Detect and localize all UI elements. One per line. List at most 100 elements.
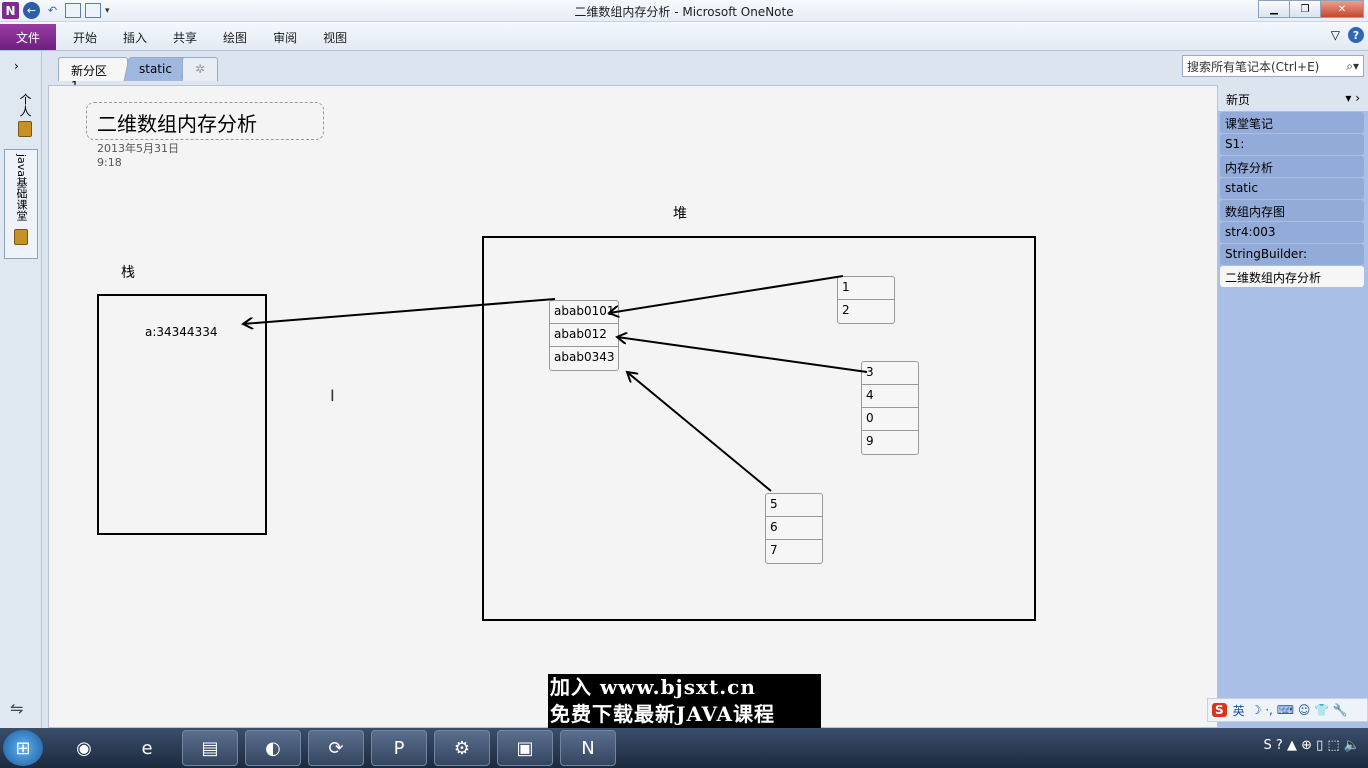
tab-draw[interactable]: 绘图 xyxy=(223,31,248,45)
page-item[interactable]: 数组内存图 xyxy=(1220,200,1364,221)
window-title: 二维数组内存分析 - Microsoft OneNote xyxy=(574,5,794,19)
text-cursor-icon: I xyxy=(330,386,335,405)
back-icon[interactable]: ← xyxy=(23,2,40,19)
taskbar-explorer-icon[interactable]: ▤ xyxy=(182,730,238,766)
ime-toolbar: S 英 ☽ ·, ⌨ ☺ 👕 🔧 xyxy=(1207,698,1368,722)
page-item-active[interactable]: 二维数组内存分析 xyxy=(1220,266,1364,287)
page-canvas[interactable]: 二维数组内存分析 2013年5月31日 9:18 栈 堆 a:34344334 … xyxy=(48,85,1218,728)
arrow-ref-to-stack xyxy=(243,298,556,324)
ime-mode[interactable]: 英 xyxy=(1232,703,1245,718)
taskbar-items: ◉ e ▤◐⟳P⚙▣N xyxy=(56,730,616,766)
reference-arrows xyxy=(49,275,868,492)
page-item[interactable]: 内存分析 xyxy=(1220,156,1364,177)
array-1-table: 1 2 xyxy=(837,276,895,324)
array-refs-table: abab0101 abab012 abab0343 xyxy=(549,300,619,371)
taskbar: ⊞ ◉ e ▤◐⟳P⚙▣N S ? ▲ ⊕ ▯ ⬚ 🔈 xyxy=(0,728,1368,768)
new-section-icon[interactable]: ✲ xyxy=(182,57,218,81)
page-item[interactable]: StringBuilder: xyxy=(1220,244,1364,265)
array-ref-cell: abab0101 xyxy=(550,301,618,324)
notebook-java-label: java基础课堂 xyxy=(15,154,28,222)
open-notebook-icon xyxy=(14,229,28,246)
undo-icon[interactable]: ↶ xyxy=(47,4,58,17)
ime-tools-icons[interactable]: ☽ ·, ⌨ ☺ 👕 🔧 xyxy=(1250,703,1348,717)
page-title[interactable]: 二维数组内存分析 xyxy=(86,102,324,140)
help-icon[interactable]: ? xyxy=(1348,27,1364,43)
file-tab[interactable]: 文件 xyxy=(0,24,56,50)
watermark: 加入 www.bjsxt.cn 免费下载最新JAVA课程 xyxy=(548,674,821,728)
array-cell: 0 xyxy=(862,408,918,431)
customize-qat-icon[interactable]: ▾ xyxy=(105,5,110,16)
new-page-label: 新页 xyxy=(1226,93,1251,107)
array-cell: 4 xyxy=(862,385,918,408)
tab-share[interactable]: 共享 xyxy=(173,31,198,45)
array-cell: 5 xyxy=(766,494,822,517)
dock-icon[interactable] xyxy=(65,3,81,18)
tab-review[interactable]: 审阅 xyxy=(273,31,298,45)
array-cell: 1 xyxy=(838,277,894,300)
taskbar-ie-icon[interactable]: e xyxy=(141,737,153,759)
watermark-line-2: 免费下载最新JAVA课程 xyxy=(550,702,776,726)
unfiled-notes-icon[interactable]: ⇋ xyxy=(10,699,24,718)
section-tab-static-label: static xyxy=(139,62,172,76)
search-input[interactable]: 搜索所有笔记本(Ctrl+E) ⌕▾ xyxy=(1182,55,1364,77)
taskbar-javaee-ide-icon[interactable]: ⚙ xyxy=(434,730,490,766)
arrow-array3-to-ref xyxy=(627,372,772,492)
section-tab-static[interactable]: static xyxy=(123,57,187,81)
taskbar-firefox-icon[interactable]: ◐ xyxy=(245,730,301,766)
notebook-personal[interactable]: 个人 xyxy=(8,85,34,145)
taskbar-onenote-icon[interactable]: N xyxy=(560,730,616,766)
notebook-java[interactable]: java基础课堂 xyxy=(4,149,38,259)
close-button[interactable]: ✕ xyxy=(1320,0,1364,18)
page-time: 9:18 xyxy=(97,156,122,169)
new-page-menu-icon[interactable]: ▾ › xyxy=(1345,91,1360,105)
array-cell: 9 xyxy=(866,434,874,448)
arrow-array2-to-ref xyxy=(617,337,868,373)
tab-insert[interactable]: 插入 xyxy=(123,31,148,45)
notebook-personal-label: 个人 xyxy=(18,93,32,118)
array-cell: 6 xyxy=(766,517,822,540)
section-bar: 新分区 1 static ✲ 搜索所有笔记本(Ctrl+E) ⌕▾ xyxy=(42,51,1368,93)
tab-home[interactable]: 开始 xyxy=(73,31,98,45)
section-tab-new[interactable]: 新分区 1 xyxy=(58,57,128,93)
fullpage-icon[interactable] xyxy=(85,3,101,18)
array-cell: 2 xyxy=(842,303,850,317)
notebook-nav: › 个人 java基础课堂 ⇋ xyxy=(0,51,42,728)
expand-nav-icon[interactable]: › xyxy=(14,59,19,73)
ribbon-tabs: 开始 插入 共享 绘图 审阅 视图 xyxy=(60,29,360,46)
taskbar-camera-icon[interactable]: ▣ xyxy=(497,730,553,766)
quick-access-toolbar: N ← ↶ ▾ xyxy=(2,2,115,19)
taskbar-colors-icon[interactable]: ◉ xyxy=(76,737,92,759)
page-item[interactable]: S1: xyxy=(1220,134,1364,155)
ribbon-right-controls: ▽ ? xyxy=(1331,27,1364,43)
page-date: 2013年5月31日 xyxy=(97,142,179,155)
array-cell: 3 xyxy=(862,362,918,385)
taskbar-powerpoint-icon[interactable]: P xyxy=(371,730,427,766)
arrow-array1-to-ref xyxy=(609,275,844,313)
window-controls: ▁ ❐ ✕ xyxy=(1258,0,1364,18)
watermark-line-1: 加入 www.bjsxt.cn xyxy=(550,675,756,699)
maximize-button[interactable]: ❐ xyxy=(1289,0,1321,18)
page-item[interactable]: static xyxy=(1220,178,1364,199)
page-item[interactable]: 课堂笔记 xyxy=(1220,112,1364,133)
page-item[interactable]: str4:003 xyxy=(1220,222,1364,243)
stack-variable: a:34344334 xyxy=(145,325,218,339)
tab-view[interactable]: 视图 xyxy=(323,31,348,45)
start-button[interactable]: ⊞ xyxy=(3,730,43,766)
array-cell: 7 xyxy=(770,543,778,557)
title-bar: N ← ↶ ▾ 二维数组内存分析 - Microsoft OneNote ▁ ❐… xyxy=(0,0,1368,22)
page-list: 新页 ▾ › 课堂笔记 S1: 内存分析 static 数组内存图 str4:0… xyxy=(1218,85,1368,728)
new-page-button[interactable]: 新页 ▾ › xyxy=(1218,85,1368,111)
onenote-logo-icon[interactable]: N xyxy=(2,2,19,19)
stack-box xyxy=(97,294,267,535)
taskbar-sync-icon[interactable]: ⟳ xyxy=(308,730,364,766)
system-tray[interactable]: S ? ▲ ⊕ ▯ ⬚ 🔈 xyxy=(1263,738,1360,753)
sogou-icon[interactable]: S xyxy=(1212,703,1227,717)
notebook-icon xyxy=(18,120,32,137)
minimize-button[interactable]: ▁ xyxy=(1258,0,1290,18)
search-icon[interactable]: ⌕▾ xyxy=(1346,58,1359,73)
search-placeholder: 搜索所有笔记本(Ctrl+E) xyxy=(1187,59,1320,74)
array-ref-cell: abab0343 xyxy=(554,350,615,364)
heap-box xyxy=(482,236,1036,621)
stack-label: 栈 xyxy=(121,265,135,281)
collapse-ribbon-icon[interactable]: ▽ xyxy=(1330,28,1340,42)
